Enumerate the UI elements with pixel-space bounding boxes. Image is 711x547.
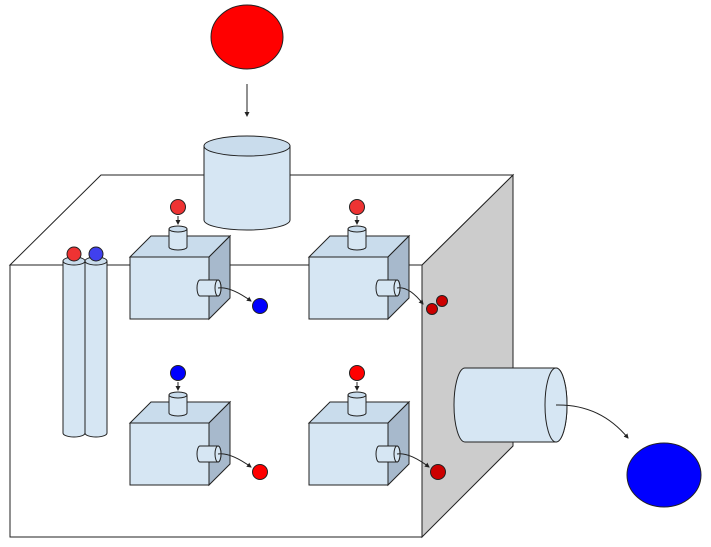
tube-red-ball-icon (66, 246, 82, 262)
module-front-face (129, 422, 210, 486)
output-arrow (396, 453, 430, 468)
input-ball-icon (349, 365, 365, 381)
output-ball-icon (426, 303, 438, 315)
output-ball-icon (430, 464, 446, 480)
output-ball-icon (626, 442, 702, 508)
module-bottom-left (128, 365, 268, 487)
output-arrow (217, 287, 252, 302)
module-bottom-right (307, 365, 446, 487)
input-ball-icon (210, 4, 284, 70)
input-port-top (347, 225, 367, 233)
input-port-icon (347, 394, 367, 417)
input-ball-icon (170, 365, 186, 381)
module-front-face (308, 256, 389, 320)
output-ball-icon (436, 295, 448, 307)
output-ball-icon (252, 298, 268, 314)
output-ball-icon (252, 464, 268, 480)
modules-group (128, 199, 448, 487)
input-port-top (168, 391, 188, 399)
tube-blue-ball-icon (88, 246, 104, 262)
tubes-icon (62, 246, 108, 438)
module-top-right (307, 199, 448, 321)
hopper-icon (203, 135, 291, 231)
input-port-icon (168, 394, 188, 417)
input-ball-icon (170, 199, 186, 215)
input-ball-icon (349, 199, 365, 215)
exit-arrow (555, 404, 629, 439)
exit-pipe-icon (453, 367, 568, 443)
input-port-icon (168, 228, 188, 251)
input-port-top (168, 225, 188, 233)
input-port-icon (347, 228, 367, 251)
output-arrow (396, 287, 424, 305)
module-top-left (128, 199, 268, 321)
output-arrow (217, 453, 252, 468)
module-front-face (129, 256, 210, 320)
input-port-top (347, 391, 367, 399)
